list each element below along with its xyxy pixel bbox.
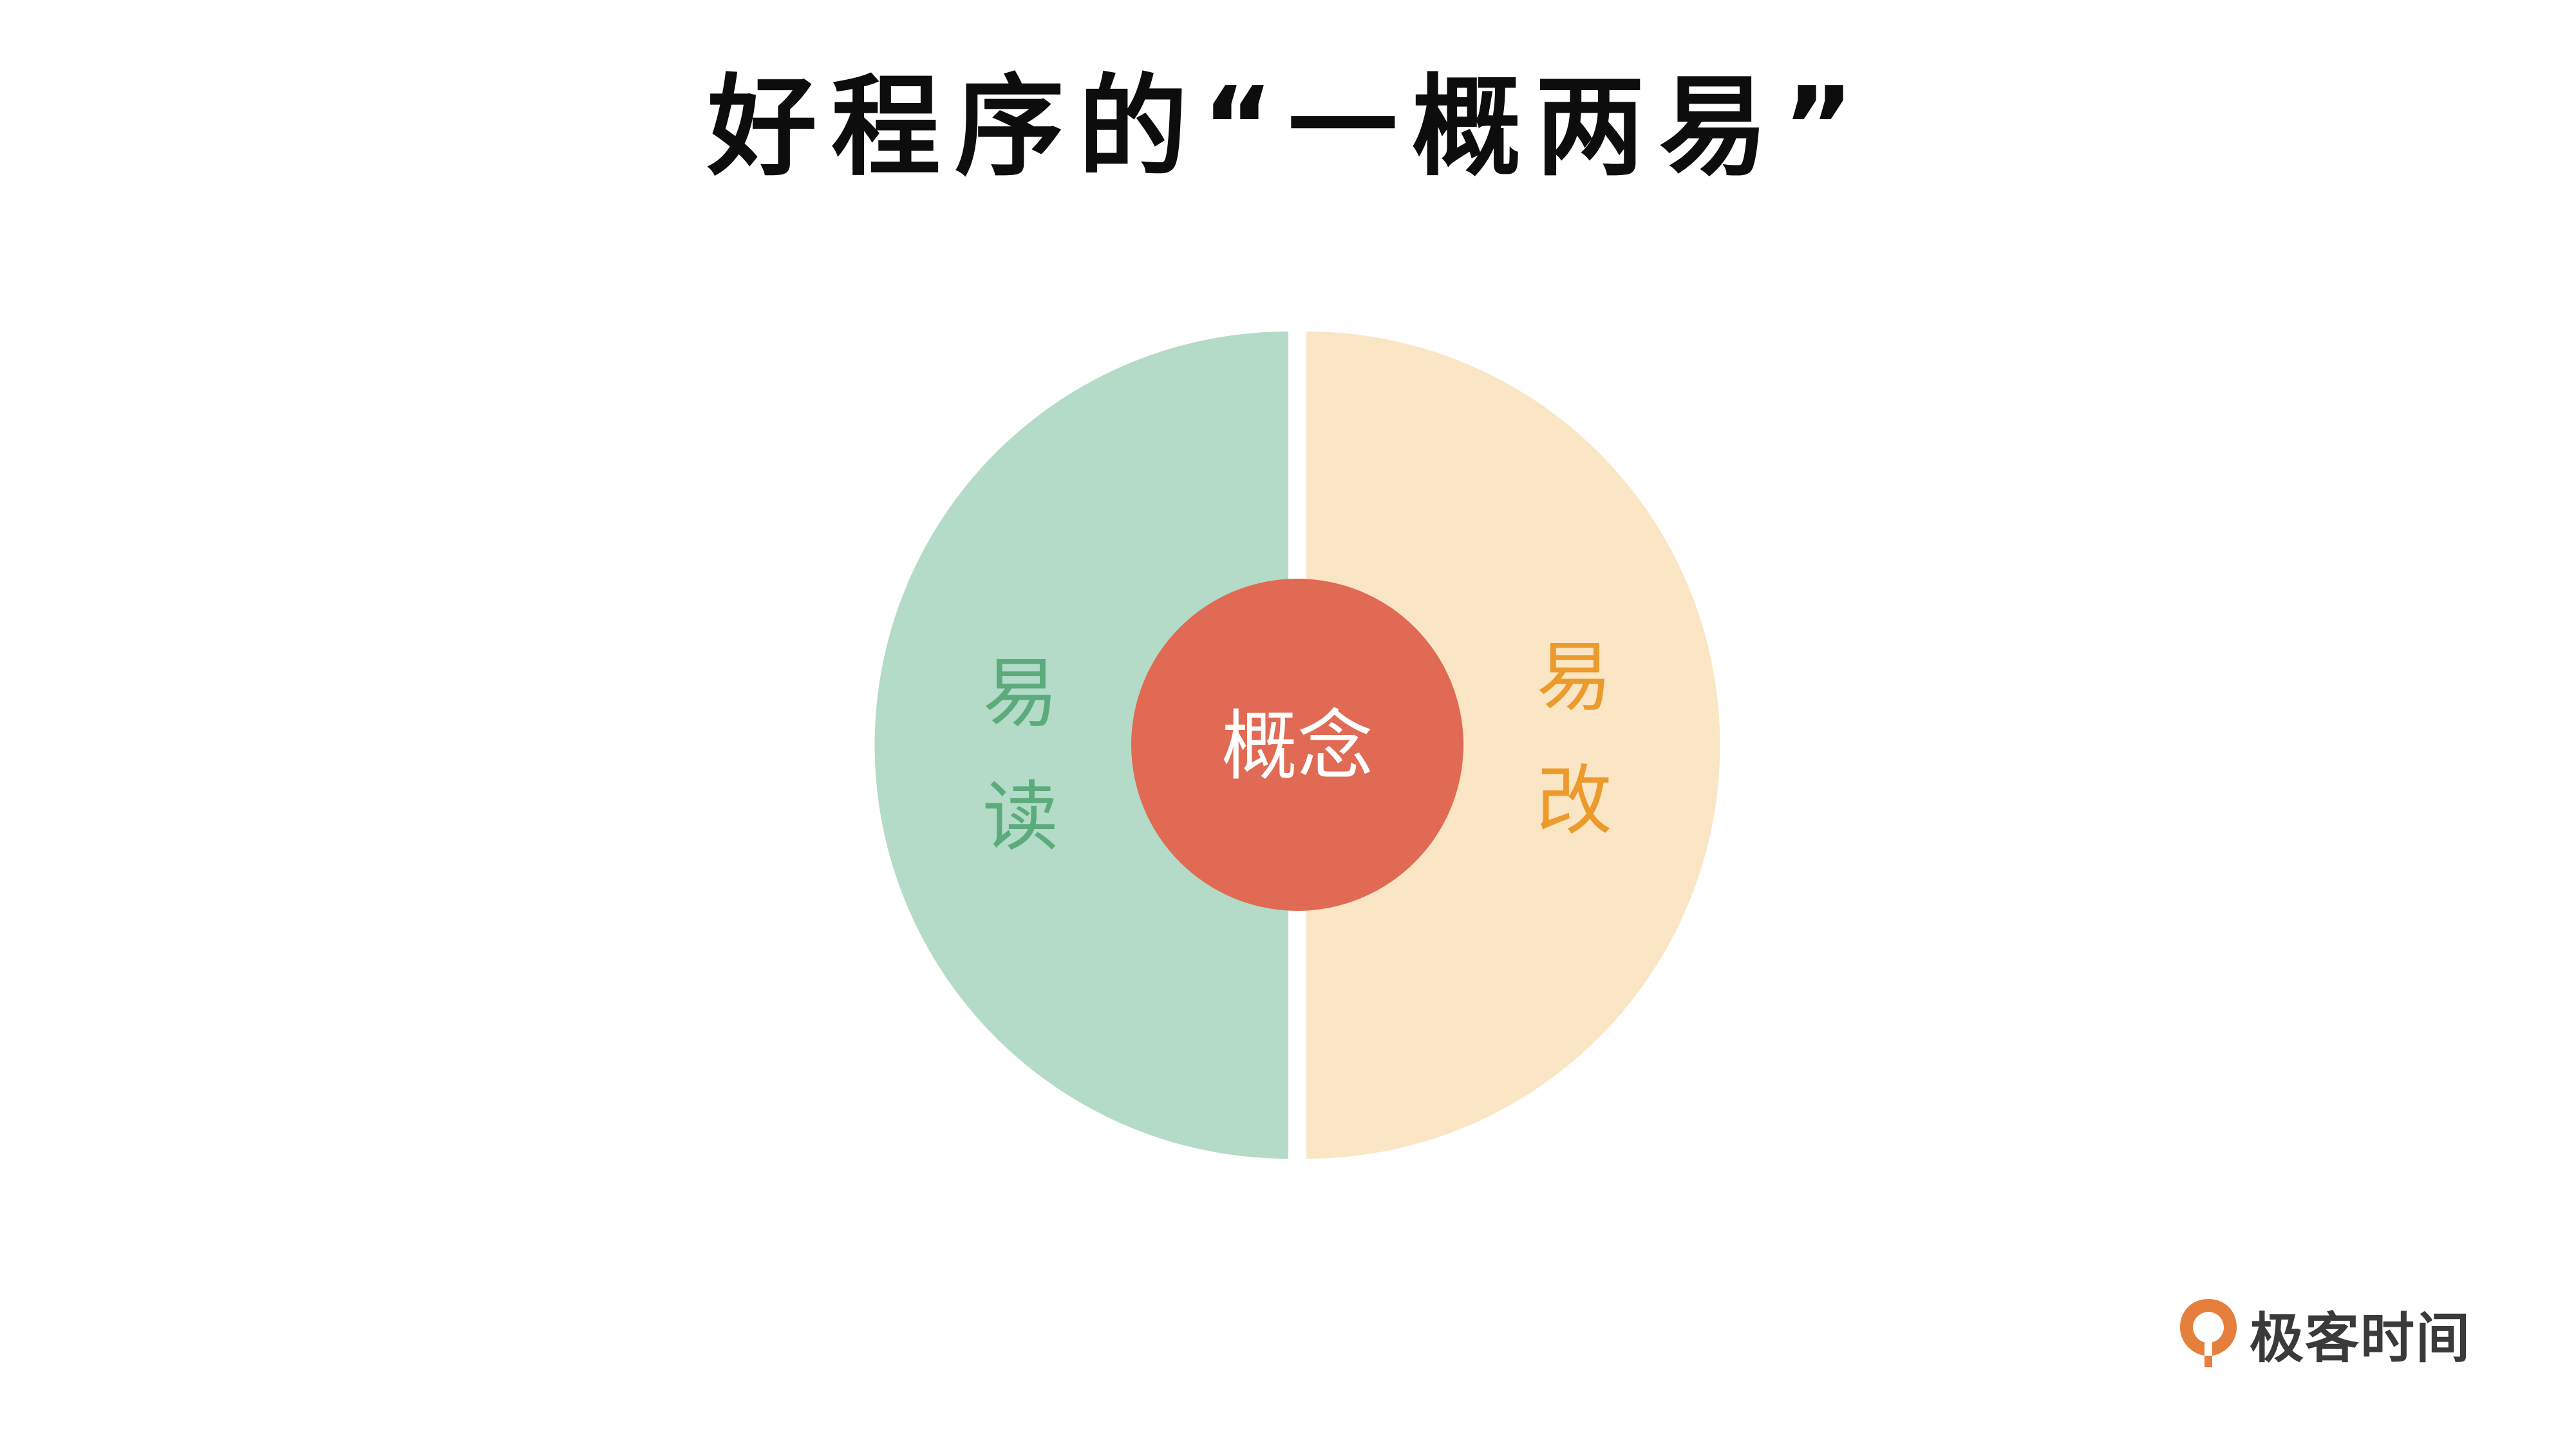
easy-to-read-label-line1: 易 <box>982 649 1058 738</box>
page-title: 好程序的“一概两易” <box>707 64 1869 191</box>
easy-to-read-label-line2: 读 <box>982 772 1058 861</box>
geektime-logo-icon <box>2180 1299 2237 1367</box>
easy-to-change-label-line1: 易 <box>1536 633 1612 722</box>
concept-label: 概念 <box>1221 702 1373 790</box>
brand-logo: 极客时间 <box>2176 1295 2471 1372</box>
easy-to-read-half <box>874 332 1288 1159</box>
easy-to-change-half <box>1306 332 1720 1159</box>
easy-to-change-label-line2: 改 <box>1536 756 1612 845</box>
concept-circle <box>1131 579 1463 911</box>
brand-name: 极客时间 <box>2250 1306 2472 1370</box>
